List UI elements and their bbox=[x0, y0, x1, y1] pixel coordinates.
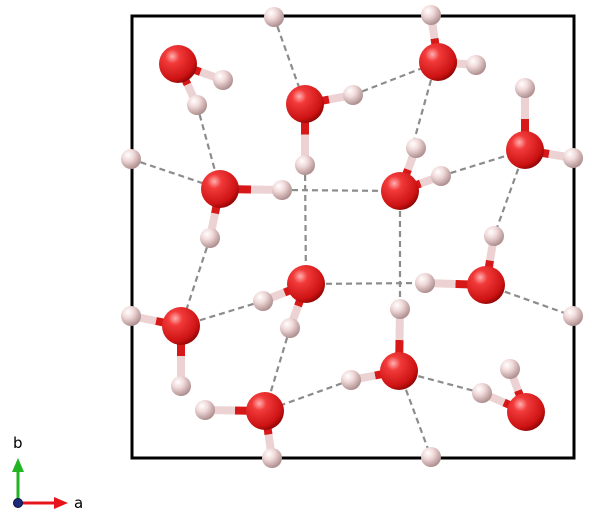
hydrogen-icon bbox=[295, 155, 315, 175]
hydrogen-icon bbox=[272, 180, 292, 200]
oxygen-icon bbox=[381, 172, 419, 210]
axis-triad: b a bbox=[12, 434, 83, 512]
b-axis-label: b bbox=[13, 434, 23, 452]
hydrogen-icon bbox=[343, 85, 363, 105]
hydrogen-icon bbox=[406, 138, 426, 158]
hydrogen-icon bbox=[415, 273, 435, 293]
hydrogen-bond-layer bbox=[130, 14, 574, 458]
hydrogen-icon bbox=[280, 318, 300, 338]
oxygen-icon bbox=[506, 131, 544, 169]
oxygen-icon bbox=[287, 265, 325, 303]
axis-origin bbox=[13, 498, 23, 508]
oxygen-icon bbox=[380, 352, 418, 390]
hydrogen-icon bbox=[563, 148, 583, 168]
hydrogen-bond bbox=[264, 378, 352, 413]
hydrogen-icon bbox=[171, 376, 191, 396]
oxygen-icon bbox=[159, 45, 197, 83]
oxygen-icon bbox=[246, 392, 284, 430]
oxygen-icon bbox=[201, 170, 239, 208]
unit-cell-boundary bbox=[130, 14, 576, 460]
covalent-bond-layer bbox=[130, 14, 574, 459]
hydrogen-icon bbox=[484, 226, 504, 246]
hydrogen-icon bbox=[500, 359, 520, 379]
hydrogen-icon bbox=[341, 370, 361, 390]
hydrogen-icon bbox=[472, 383, 492, 403]
a-axis-arrowhead bbox=[54, 497, 68, 509]
b-axis-arrowhead bbox=[12, 458, 24, 472]
hydrogen-icon bbox=[121, 306, 141, 326]
hydrogen-icon bbox=[421, 447, 441, 467]
hydrogen-icon bbox=[262, 448, 282, 468]
hydrogen-bond bbox=[272, 16, 307, 105]
hydrogen-bond bbox=[130, 157, 221, 191]
oxygen-icon bbox=[162, 307, 200, 345]
hydrogen-icon bbox=[187, 95, 207, 115]
hydrogen-icon bbox=[264, 7, 284, 27]
oxygen-icon bbox=[419, 43, 457, 81]
hydrogen-icon bbox=[195, 400, 215, 420]
atom-layer bbox=[121, 5, 583, 468]
hydrogen-icon bbox=[200, 228, 220, 248]
oxygen-icon bbox=[286, 85, 324, 123]
hydrogen-icon bbox=[390, 299, 410, 319]
hydrogen-icon bbox=[421, 5, 441, 25]
hydrogen-icon bbox=[515, 78, 535, 98]
hydrogen-icon bbox=[213, 70, 233, 90]
oxygen-icon bbox=[467, 266, 505, 304]
hydrogen-icon bbox=[121, 149, 141, 169]
oxygen-icon bbox=[507, 393, 545, 431]
hydrogen-bond bbox=[179, 237, 212, 327]
a-axis-label: a bbox=[74, 494, 83, 512]
hydrogen-icon bbox=[431, 166, 451, 186]
hydrogen-icon bbox=[563, 306, 583, 326]
hydrogen-icon bbox=[466, 55, 486, 75]
hydrogen-icon bbox=[253, 291, 273, 311]
